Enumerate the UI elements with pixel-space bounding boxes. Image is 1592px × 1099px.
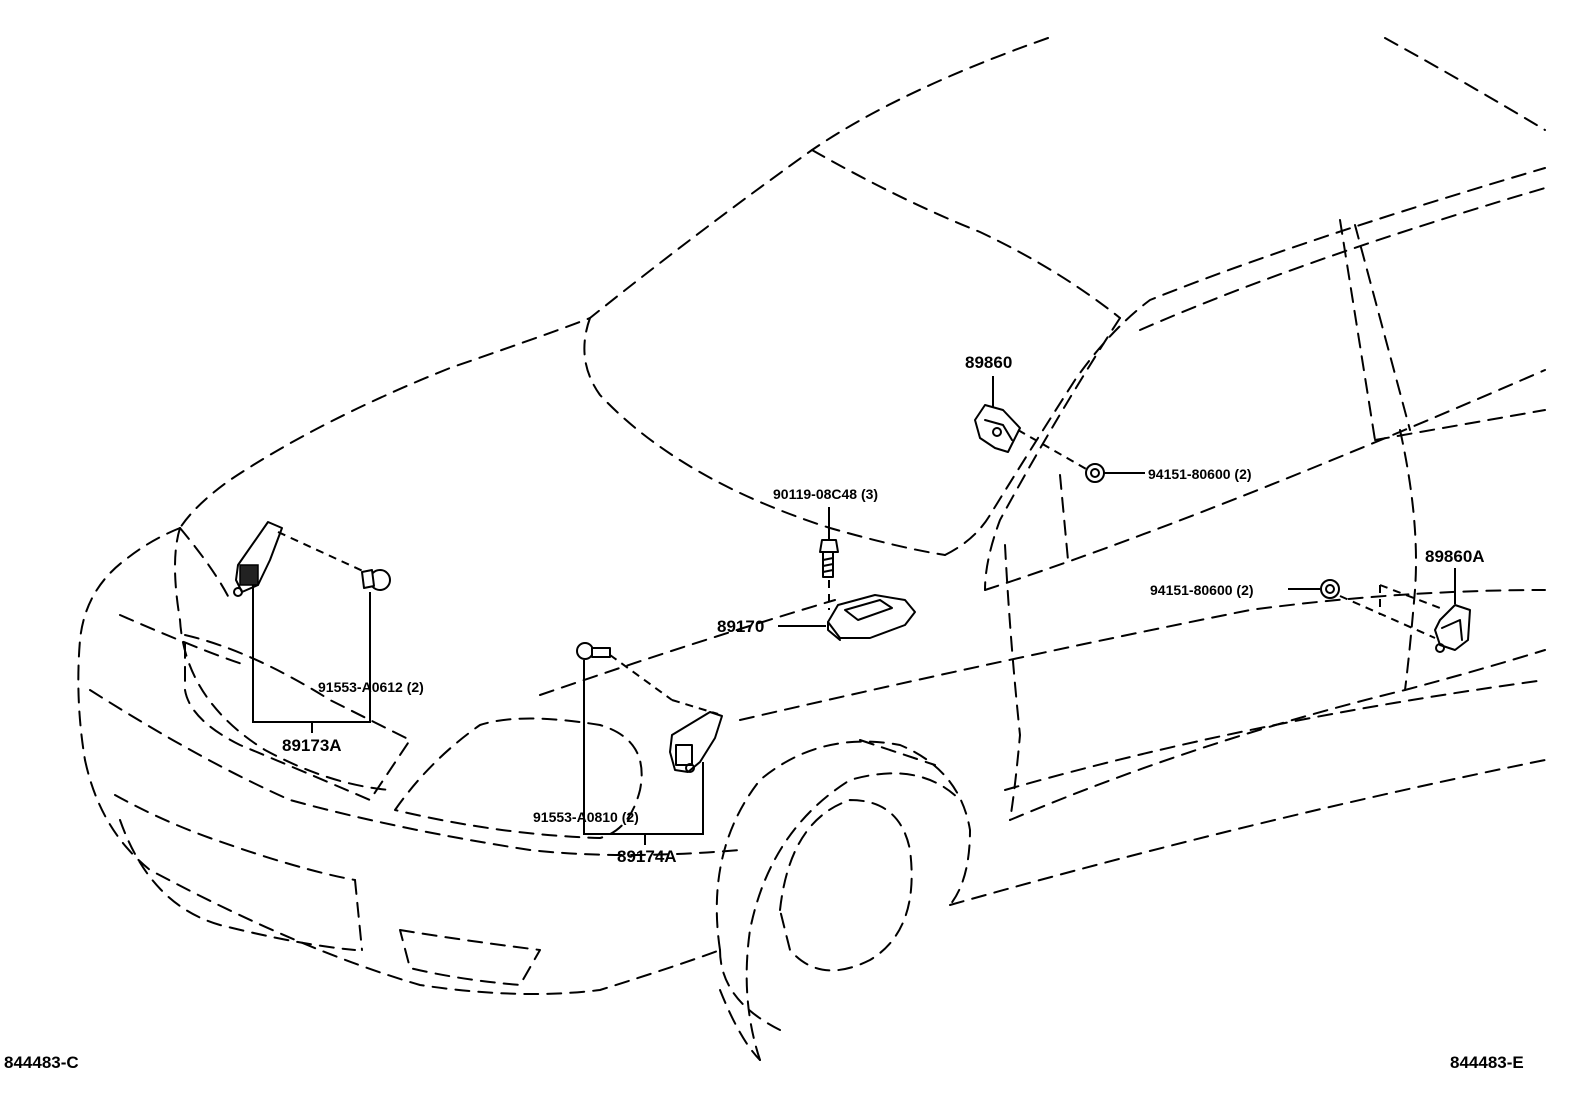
- sensor-89173A: [233, 521, 283, 597]
- label-91553-A0612: 91553-A0612 (2): [318, 679, 424, 695]
- sensor-89174A: [669, 711, 723, 773]
- reference-code-left: 844483-C: [4, 1053, 79, 1072]
- label-91553-A0810: 91553-A0810 (2): [533, 809, 639, 825]
- label-89170: 89170: [717, 617, 764, 636]
- leader-lines: [252, 376, 1456, 845]
- ecu-89170: [827, 594, 916, 641]
- car-outline: [77, 37, 1546, 1061]
- bolt-91553-A0810: [576, 642, 611, 660]
- label-89860A: 89860A: [1425, 547, 1485, 566]
- bolt-91553-A0612: [361, 569, 391, 591]
- reference-code-right: 844483-E: [1450, 1053, 1524, 1072]
- bolt-90119: [819, 539, 839, 578]
- nut-94151-upper: [1085, 463, 1105, 483]
- label-89174A: 89174A: [617, 847, 677, 866]
- label-94151-lower: 94151-80600 (2): [1150, 582, 1254, 598]
- sensor-89860: [974, 404, 1021, 453]
- nut-94151-lower: [1320, 579, 1340, 599]
- part-labels: 89860 94151-80600 (2) 90119-08C48 (3) 89…: [282, 353, 1485, 866]
- label-89173A: 89173A: [282, 736, 342, 755]
- label-94151-upper: 94151-80600 (2): [1148, 466, 1252, 482]
- sensor-89860A: [1434, 604, 1471, 653]
- label-89860: 89860: [965, 353, 1012, 372]
- label-90119: 90119-08C48 (3): [773, 486, 878, 502]
